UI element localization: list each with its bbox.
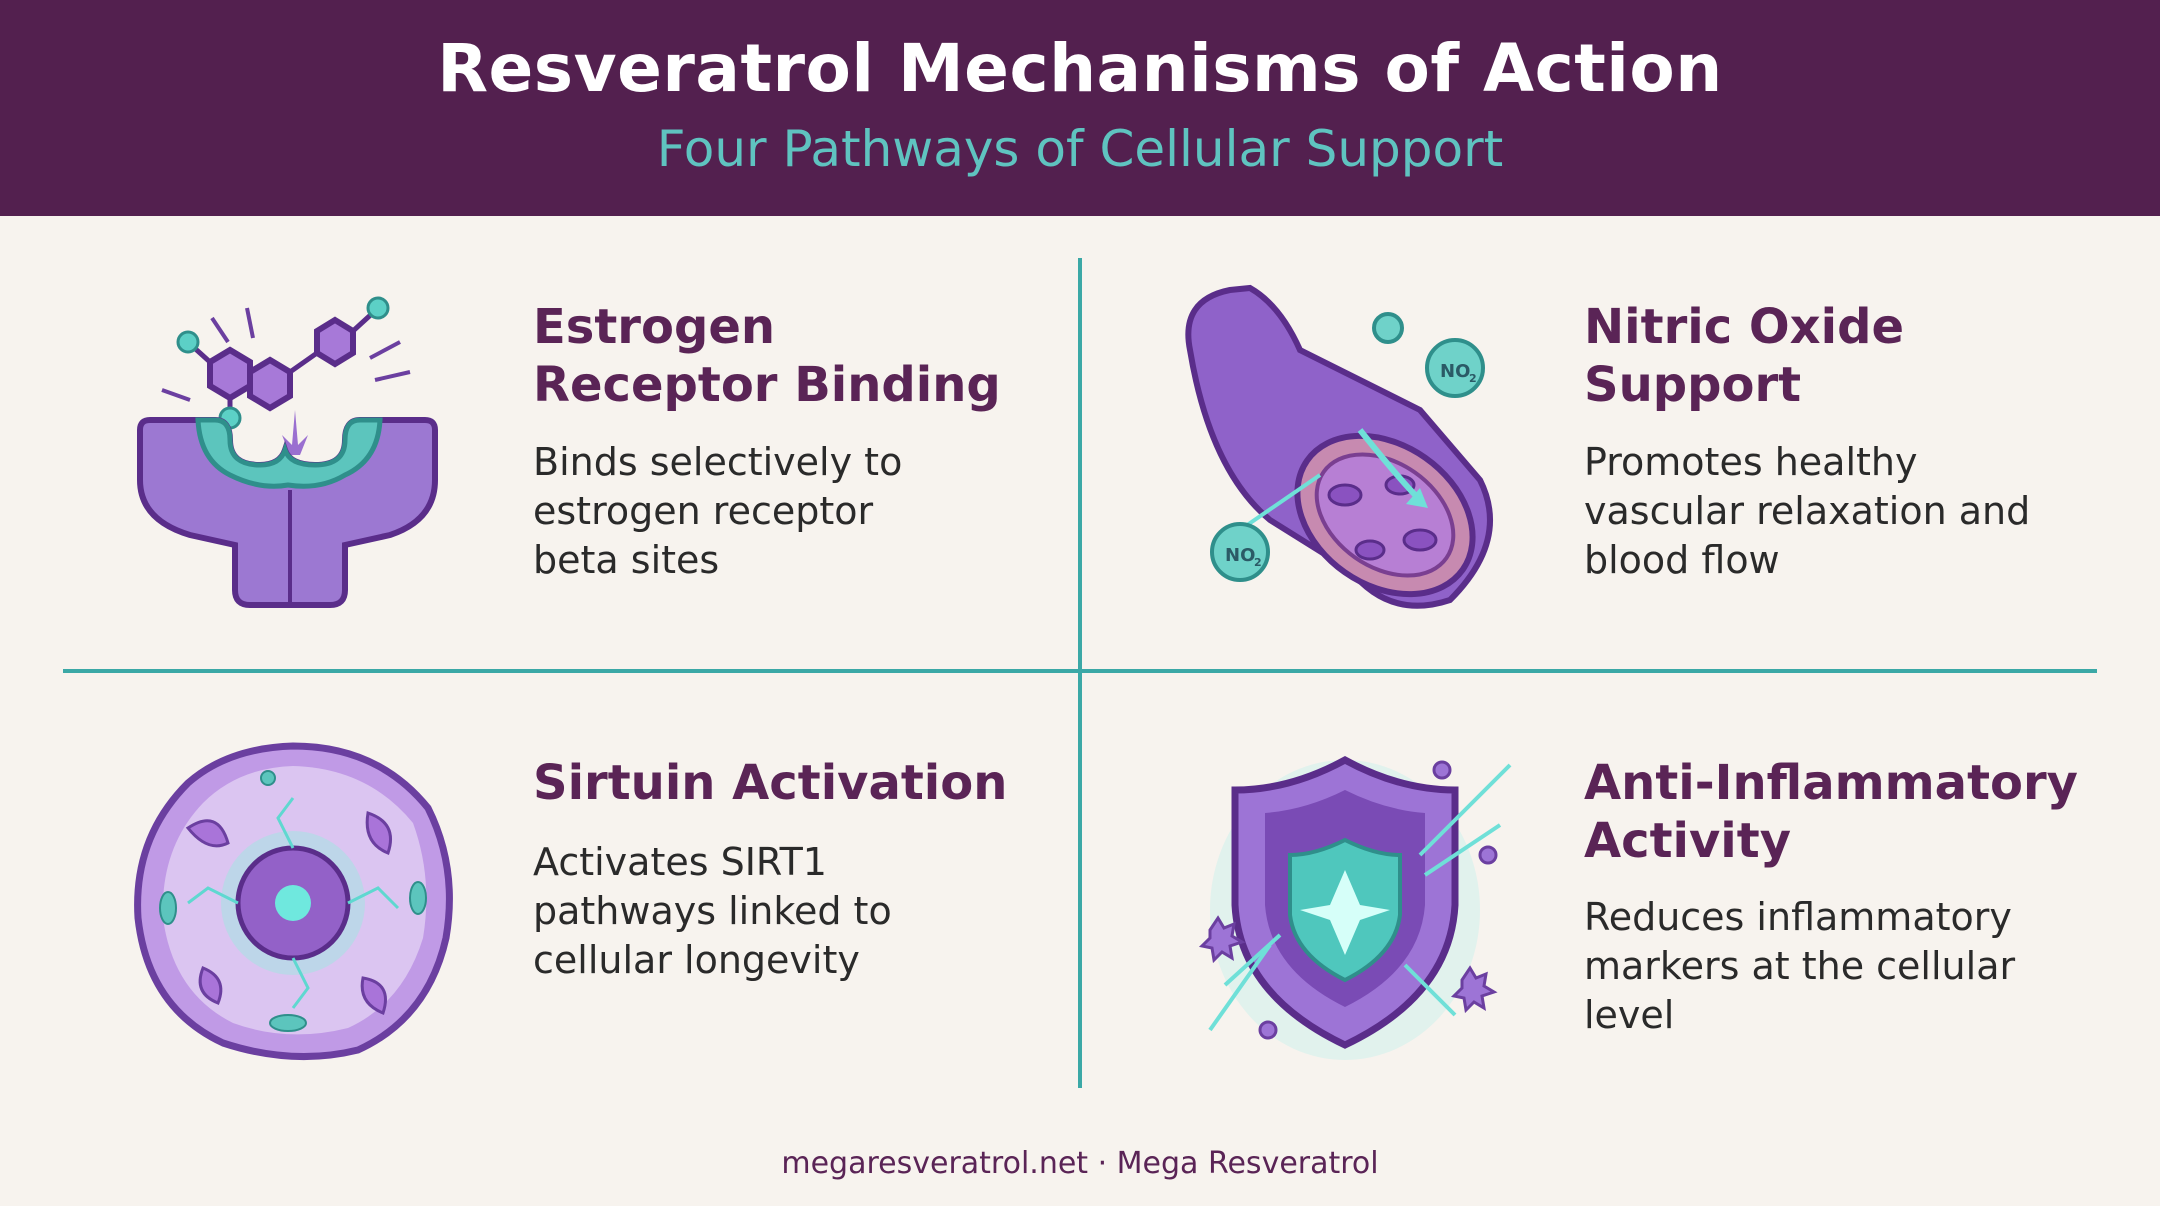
horizontal-divider (63, 669, 2097, 673)
estrogen-card-title: Estrogen Receptor Binding (533, 299, 1001, 413)
sirtuin-card-title: Sirtuin Activation (533, 755, 1008, 811)
nitric-oxide-card-title: Nitric Oxide Support (1584, 299, 1904, 413)
footer-credit: megaresveratrol.net · Mega Resveratrol (781, 1146, 1379, 1181)
anti-inflammatory-card-title: Anti-Inflammatory Activity (1584, 755, 2078, 869)
estrogen-card-description: Binds selectively to estrogen receptor b… (533, 440, 903, 582)
page-title: Resveratrol Mechanisms of Action (437, 30, 1723, 107)
shield-icon (1198, 756, 1512, 1060)
header-banner: Resveratrol Mechanisms of Action Four Pa… (0, 0, 2160, 216)
receptor-binding-icon (137, 296, 438, 608)
no2-subscript-bottom: 2 (1254, 556, 1262, 569)
sirtuin-card-description: Activates SIRT1 pathways linked to cellu… (533, 840, 892, 982)
no2-subscript-top: 2 (1469, 372, 1477, 385)
nitric-oxide-card-description: Promotes healthy vascular relaxation and… (1584, 440, 2031, 582)
cell-icon (134, 742, 453, 1061)
vertical-divider (1078, 258, 1082, 1088)
blood-vessel-icon: NO 2 NO 2 (1185, 284, 1493, 609)
no2-label-top: NO (1440, 361, 1470, 382)
no2-label-bottom: NO (1225, 545, 1255, 566)
page-subtitle: Four Pathways of Cellular Support (656, 120, 1504, 178)
anti-inflammatory-card-description: Reduces inflammatory markers at the cell… (1584, 895, 2016, 1037)
